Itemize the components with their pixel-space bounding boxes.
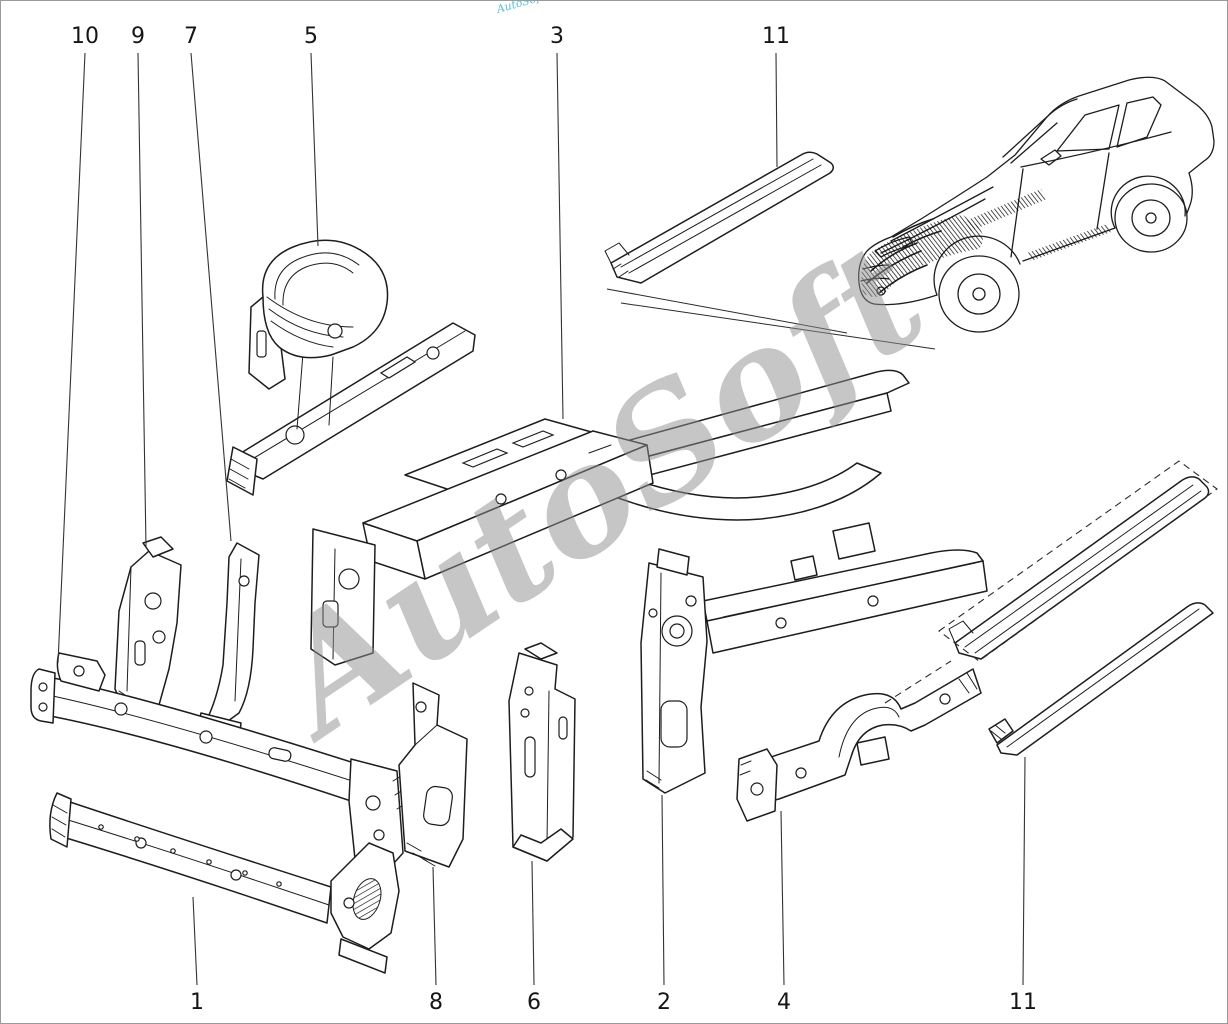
callout-label-11-bottom[interactable]: 11	[1009, 990, 1037, 1015]
callout-label-5[interactable]: 5	[304, 24, 318, 49]
part-8-connecting-plate	[398, 682, 468, 868]
leader-line	[775, 52, 778, 168]
callout-5: 5	[304, 24, 319, 247]
part-9-bracket	[114, 536, 182, 720]
callout-label-6[interactable]: 6	[527, 990, 541, 1015]
callout-label-8[interactable]: 8	[429, 990, 443, 1015]
rear-wheel	[1114, 183, 1188, 253]
leader-line	[1022, 756, 1026, 986]
callout-label-2[interactable]: 2	[657, 990, 671, 1015]
part-7-pillar-bracket	[196, 542, 260, 742]
highlighted-structure-floor	[965, 189, 1047, 231]
callout-11-top: 11	[762, 24, 790, 168]
highlighted-structure-front	[861, 215, 983, 297]
part-3-front-side-member	[310, 369, 910, 666]
part-6-connector-bracket	[508, 642, 576, 862]
leader-line	[780, 810, 785, 986]
part-5-wheelhouse	[226, 239, 476, 496]
leader-line	[192, 896, 198, 986]
corner-watermark: AutoSoft	[494, 1, 546, 16]
part-11-sill-upper	[604, 151, 834, 284]
callout-label-1[interactable]: 1	[190, 990, 204, 1015]
callout-8: 8	[429, 866, 443, 1015]
callout-label-3[interactable]: 3	[550, 24, 564, 49]
callout-4: 4	[777, 810, 791, 1015]
callout-11-bottom: 11	[1009, 756, 1037, 1015]
callout-6: 6	[527, 860, 541, 1015]
side-mirror	[1040, 149, 1062, 166]
part-11-sill-lower	[948, 476, 1214, 756]
locator-lines	[606, 288, 936, 350]
callout-label-10[interactable]: 10	[71, 24, 99, 49]
leader-line	[57, 52, 86, 664]
leader-line	[310, 52, 319, 247]
leader-line	[432, 866, 437, 986]
leader-line	[531, 860, 535, 986]
callout-1: 1	[190, 896, 204, 1015]
leader-line	[556, 52, 564, 420]
callout-label-4[interactable]: 4	[777, 990, 791, 1015]
callout-7: 7	[184, 24, 232, 542]
part-1-lower-crossmember	[49, 792, 400, 974]
leader-line	[661, 794, 665, 986]
part-4-side-member-extension	[736, 668, 982, 822]
part-10-front-crossmember	[30, 652, 406, 874]
callout-label-11-top[interactable]: 11	[762, 24, 790, 49]
leader-line	[137, 52, 147, 548]
callout-label-7[interactable]: 7	[184, 24, 198, 49]
reference-dashed-box	[938, 460, 1218, 662]
callout-9: 9	[131, 24, 147, 548]
front-wheel	[938, 255, 1020, 333]
reference-dashed-line	[884, 660, 952, 704]
car-illustration	[858, 76, 1215, 333]
callout-label-9[interactable]: 9	[131, 24, 145, 49]
leader-line	[190, 52, 232, 542]
callout-2: 2	[657, 794, 671, 1015]
callout-3: 3	[550, 24, 564, 420]
part-2-side-member	[640, 522, 988, 794]
callout-10: 10	[57, 24, 99, 664]
